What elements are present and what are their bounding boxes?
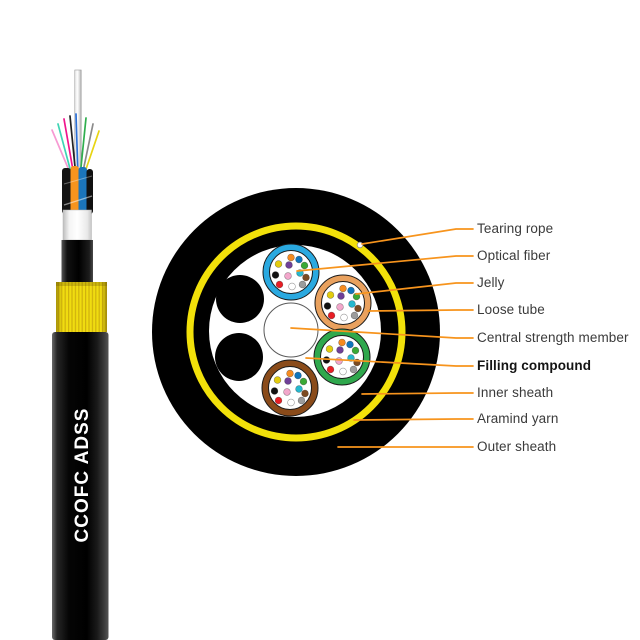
leader-filling-compound	[305, 357, 474, 367]
cable-cutaway: CCOFC ADSS	[51, 69, 109, 640]
fiber-dot	[302, 273, 310, 282]
fiber-dot	[288, 282, 296, 291]
central-strength-member	[263, 302, 319, 358]
loose-tube-orange	[314, 274, 372, 332]
fiber-dot	[326, 365, 335, 374]
fiber-dot	[326, 291, 335, 299]
fiber-dot	[298, 280, 307, 289]
fiber-dot	[283, 388, 291, 396]
fiber-dot	[270, 387, 279, 395]
fiber-dot	[339, 367, 347, 376]
fiber-dot	[274, 396, 283, 405]
fiber-dot	[349, 365, 358, 374]
cable-inner-sheath-segment	[61, 240, 93, 282]
leader-central-strength-member	[290, 327, 474, 339]
fiber-dot	[336, 346, 344, 354]
fiber-dot	[295, 255, 303, 264]
fiber-dot	[300, 261, 309, 270]
cable-outer-jacket	[52, 332, 109, 640]
fiber-dot	[327, 311, 336, 320]
fiber-dot	[351, 346, 360, 355]
fiber-dot	[287, 398, 295, 407]
leader-aramind-yarn	[353, 418, 474, 421]
fiber-dot	[287, 253, 295, 262]
cable-cross-section	[152, 188, 440, 476]
filler-rod	[216, 275, 264, 323]
fiber-dot	[337, 292, 345, 300]
aramid-yarn-ring	[186, 222, 406, 442]
cable-white-layer	[62, 209, 92, 241]
fiber-dot	[299, 377, 308, 386]
fiber-dot	[273, 376, 282, 384]
fiber-dot	[339, 284, 347, 293]
fiber-dot	[285, 261, 293, 269]
fiber-dot	[346, 340, 354, 349]
cable-print-label: CCOFC ADSS	[72, 408, 93, 543]
fiber-dot	[335, 357, 343, 365]
fiber-dot	[274, 260, 283, 268]
fiber-dot	[350, 311, 359, 320]
cable-aramid-yarn-segment	[56, 282, 107, 332]
fiber-dot	[295, 385, 303, 393]
fiber-dot	[347, 286, 355, 295]
loose-tube-green	[313, 328, 371, 386]
fiber-dot	[275, 280, 284, 289]
loose-tube-blue	[262, 243, 320, 301]
leader-tearing-rope	[361, 228, 474, 245]
loose-tube-brown	[261, 359, 319, 417]
fiber-dot	[297, 396, 306, 405]
leader-inner-sheath	[361, 392, 474, 395]
fiber-dot	[284, 272, 292, 280]
tearing-rope-dot	[356, 241, 364, 249]
fiber-dot	[336, 303, 344, 311]
fiber-dot	[338, 338, 346, 347]
fiber-dot	[340, 313, 348, 322]
fiber-dot	[325, 345, 334, 353]
cable-loose-tube-bundle	[62, 166, 93, 214]
fiber-dot	[348, 300, 356, 308]
fiber-dot	[354, 304, 362, 313]
fiber-dot	[284, 377, 292, 385]
leader-jelly	[355, 282, 474, 295]
fiber-dot	[301, 389, 309, 398]
leader-optical-fiber	[296, 255, 474, 272]
fiber-dot	[271, 271, 280, 279]
fiber-dot	[294, 371, 302, 380]
fiber-dot	[286, 369, 294, 378]
filler-rod	[215, 333, 263, 381]
fiber-dot	[323, 302, 332, 310]
leader-loose-tube	[367, 309, 474, 312]
callout-leader-lines	[290, 228, 474, 448]
